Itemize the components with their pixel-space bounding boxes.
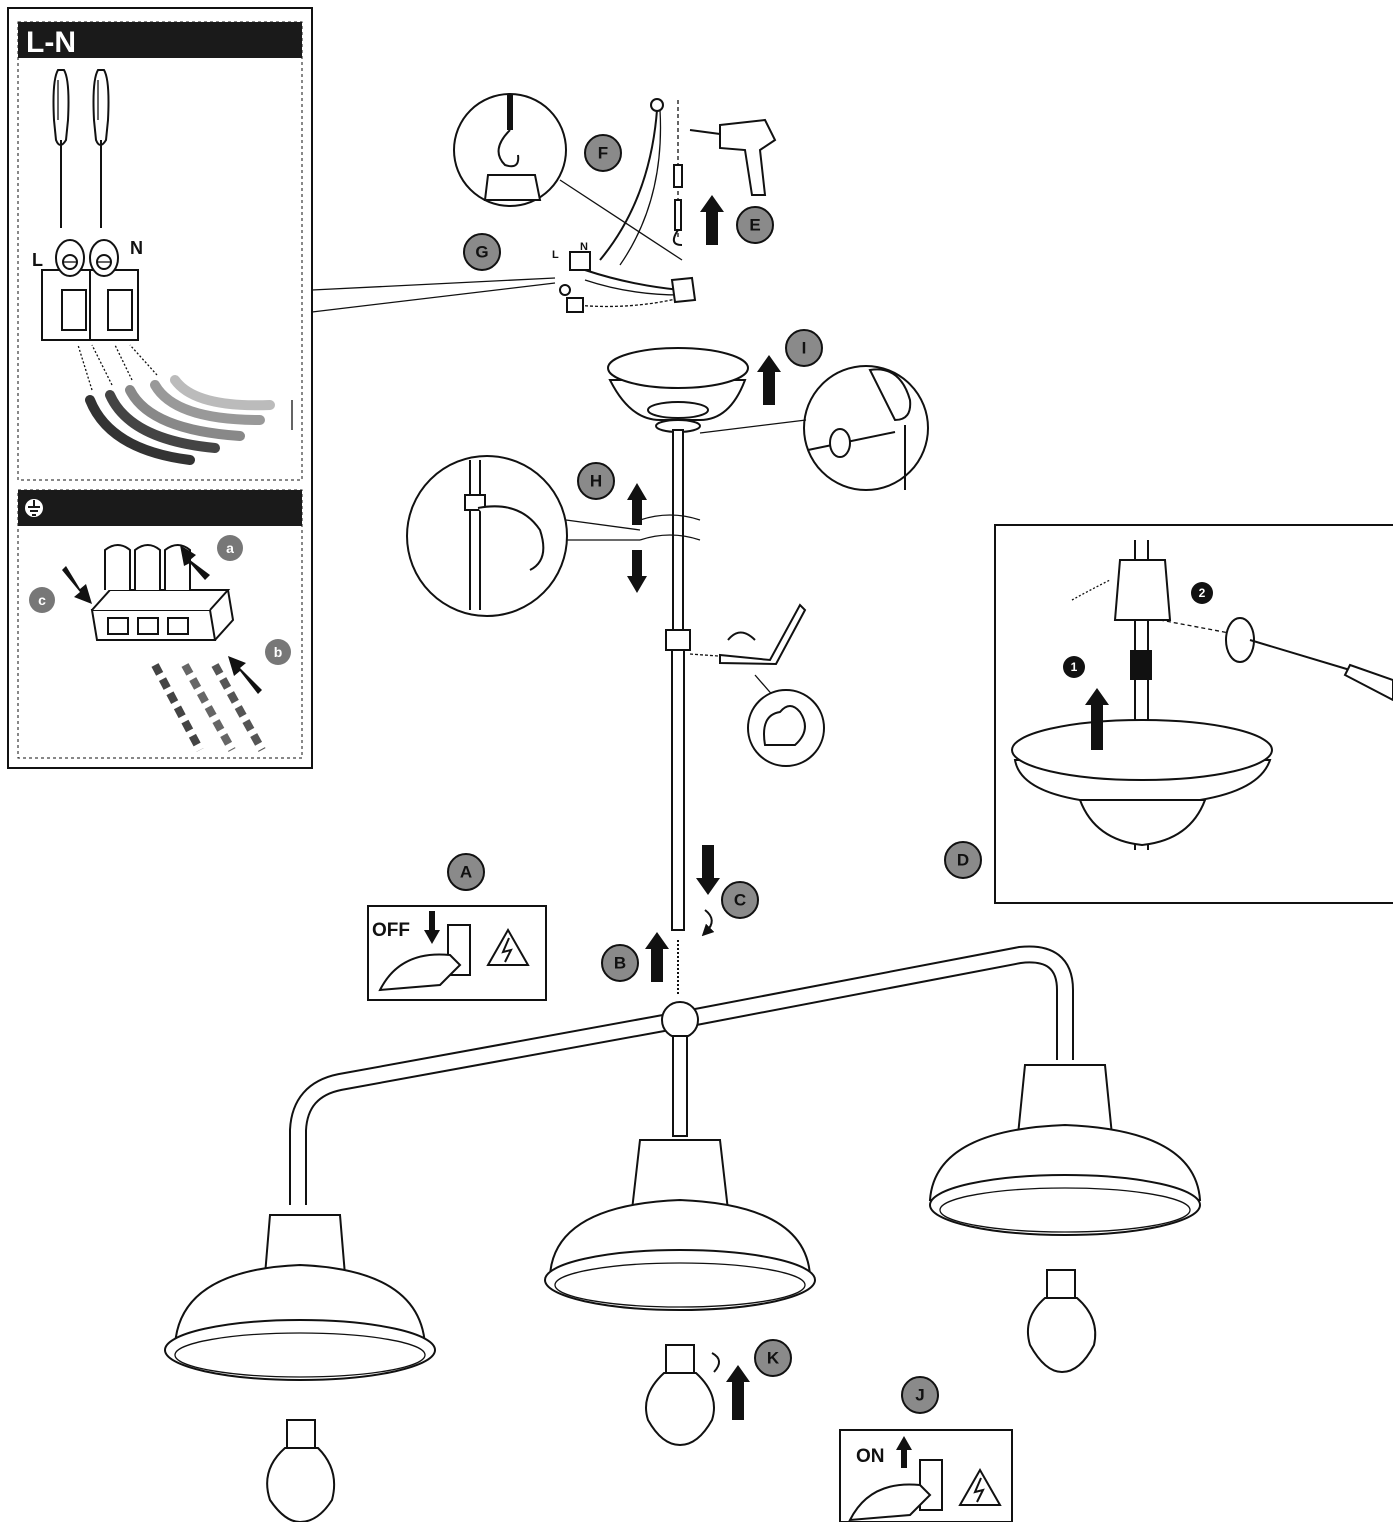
terminal-label-l: L [552, 249, 559, 261]
terminal-block-icon [41, 239, 139, 341]
screw-detail-magnifier [699, 365, 929, 491]
svg-text:2: 2 [1199, 586, 1206, 600]
step-a-badge: A [447, 853, 485, 891]
svg-text:F: F [598, 144, 608, 163]
step-c-badge: C [721, 881, 759, 919]
wires-icon [77, 344, 293, 465]
clamp-step-b: b [265, 639, 291, 665]
drill-icon [672, 100, 777, 246]
wiring-inset-panel: L-N L N [7, 7, 313, 769]
step-k-badge: K [754, 1339, 792, 1377]
detail-d-panel [994, 524, 1393, 904]
arrow-a-icon [180, 545, 210, 580]
arrow-c-icon [62, 566, 92, 604]
inset-label-n: N [130, 238, 143, 258]
arrow-down-c-icon [696, 845, 720, 937]
grip-detail-magnifier [406, 455, 641, 617]
step-f-badge: F [584, 134, 622, 172]
canopy-icon [607, 305, 749, 433]
svg-text:J: J [915, 1386, 924, 1405]
inset-label-l: L [32, 250, 43, 270]
terminal-block [569, 251, 591, 271]
arrow-up-i-icon [757, 355, 781, 405]
step-b-badge: B [601, 944, 639, 982]
bulb-right [1026, 1269, 1097, 1374]
terminal-label-n: N [580, 241, 588, 253]
step-h-badge: H [577, 462, 615, 500]
switch-on-label: ON [856, 1446, 885, 1467]
step-d-badge: D [944, 841, 982, 879]
screwdriver-icon [52, 69, 110, 228]
arrow-up-e-icon [700, 195, 724, 245]
hex-key-icon [689, 603, 807, 699]
svg-text:D: D [957, 851, 969, 870]
fixture-frame [289, 945, 1074, 1205]
svg-text:E: E [749, 216, 760, 235]
step-j-badge: J [901, 1376, 939, 1414]
arrow-updown-h-icon [627, 483, 647, 593]
arrow-up-b-icon [645, 932, 669, 982]
clamp-step-c: c [29, 587, 55, 613]
svg-text:c: c [38, 592, 46, 608]
svg-text:A: A [460, 863, 472, 882]
ceiling-wires-icon [559, 98, 697, 313]
svg-text:b: b [274, 644, 283, 660]
svg-text:C: C [734, 891, 746, 910]
svg-text:1: 1 [1071, 660, 1078, 674]
detail-d-step-1: 1 [1063, 656, 1085, 678]
clamp-step-a: a [217, 535, 243, 561]
step-i-badge: I [785, 329, 823, 367]
earth-title-bar [18, 490, 302, 526]
svg-text:K: K [767, 1349, 780, 1368]
shade-left [164, 1214, 436, 1381]
bulb-left [266, 1419, 336, 1522]
earth-icon [25, 499, 43, 517]
arrow-up-k-icon [711, 1352, 750, 1420]
callout-line-g-2 [311, 282, 556, 313]
shade-middle [544, 1139, 816, 1311]
bulb-middle [645, 1344, 715, 1447]
svg-text:a: a [226, 540, 234, 556]
svg-text:I: I [802, 339, 807, 358]
step-e-badge: E [736, 206, 774, 244]
detail-d-step-2: 2 [1191, 582, 1213, 604]
ln-title-bar [18, 22, 302, 58]
hook-detail-magnifier [453, 93, 683, 261]
ln-title: L-N [26, 26, 76, 59]
svg-text:G: G [475, 243, 488, 262]
callout-line-g [311, 277, 556, 291]
arrow-b-icon [228, 656, 262, 694]
switch-on-panel [839, 1429, 1013, 1522]
svg-text:B: B [614, 954, 626, 973]
arrow-up-d1-icon [1085, 688, 1109, 750]
switch-off-label: OFF [372, 920, 410, 941]
lever-connector-icon [90, 544, 266, 752]
switch-off-panel [367, 905, 547, 1001]
suspension-rod [639, 429, 701, 931]
svg-text:H: H [590, 472, 602, 491]
step-g-badge: G [463, 233, 501, 271]
shade-right [928, 1064, 1202, 1236]
strength-icon [747, 689, 825, 767]
